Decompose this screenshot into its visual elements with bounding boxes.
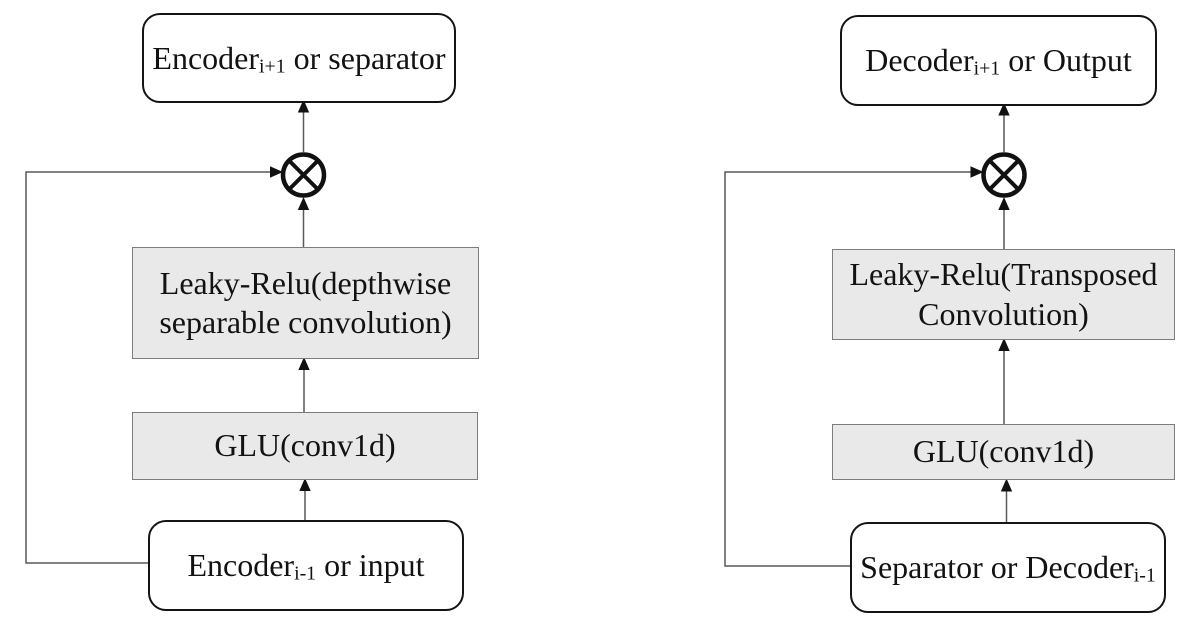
arrowhead-icon bbox=[998, 197, 1010, 210]
node-label: Decoderi+1 or Output bbox=[865, 42, 1132, 80]
arrowhead-icon bbox=[299, 478, 311, 491]
arrowhead-icon bbox=[998, 102, 1010, 116]
arrowhead-icon bbox=[297, 99, 310, 113]
block-label-line: Leaky-Relu(depthwise bbox=[159, 264, 452, 301]
leaky-relu-depthwise-block: Leaky-Relu(depthwise separable convoluti… bbox=[132, 247, 479, 359]
block-label-line: GLU(conv1d) bbox=[912, 433, 1095, 470]
arrowhead-icon bbox=[297, 197, 310, 210]
arrowhead-icon bbox=[970, 166, 984, 178]
arrowhead-icon bbox=[1000, 478, 1013, 492]
block-label-line: Leaky-Relu(Transposed bbox=[849, 256, 1158, 293]
multiply-icon bbox=[981, 152, 1027, 198]
node-label: Encoderi+1 or separator bbox=[152, 39, 446, 78]
encoder-prev-or-input-node: Encoderi-1 or input bbox=[148, 520, 464, 611]
glu-conv1d-block: GLU(conv1d) bbox=[132, 412, 478, 480]
skip-connection-line bbox=[25, 171, 271, 564]
block-label-line: Convolution) bbox=[918, 295, 1089, 332]
encoder-next-or-separator-node: Encoderi+1 or separator bbox=[142, 13, 456, 103]
separator-or-decoder-prev-node: Separator or Decoderi-1 bbox=[850, 522, 1166, 613]
block-label-line: separable convolution) bbox=[159, 304, 452, 340]
glu-conv1d-block: GLU(conv1d) bbox=[832, 424, 1175, 480]
node-label: Encoderi-1 or input bbox=[187, 547, 425, 585]
arrowhead-icon bbox=[298, 357, 310, 370]
node-label: Separator or Decoderi-1 bbox=[860, 549, 1156, 587]
block-label-line: GLU(conv1d) bbox=[214, 427, 396, 464]
arrowhead-icon bbox=[998, 338, 1010, 351]
decoder-next-or-output-node: Decoderi+1 or Output bbox=[840, 15, 1157, 106]
multiply-icon bbox=[280, 152, 327, 198]
leaky-relu-transposed-block: Leaky-Relu(Transposed Convolution) bbox=[832, 249, 1175, 340]
skip-connection-line bbox=[724, 171, 971, 567]
decoder-connectors bbox=[724, 102, 1027, 567]
encoder-connectors bbox=[25, 99, 327, 564]
arrowhead-icon bbox=[270, 166, 283, 178]
